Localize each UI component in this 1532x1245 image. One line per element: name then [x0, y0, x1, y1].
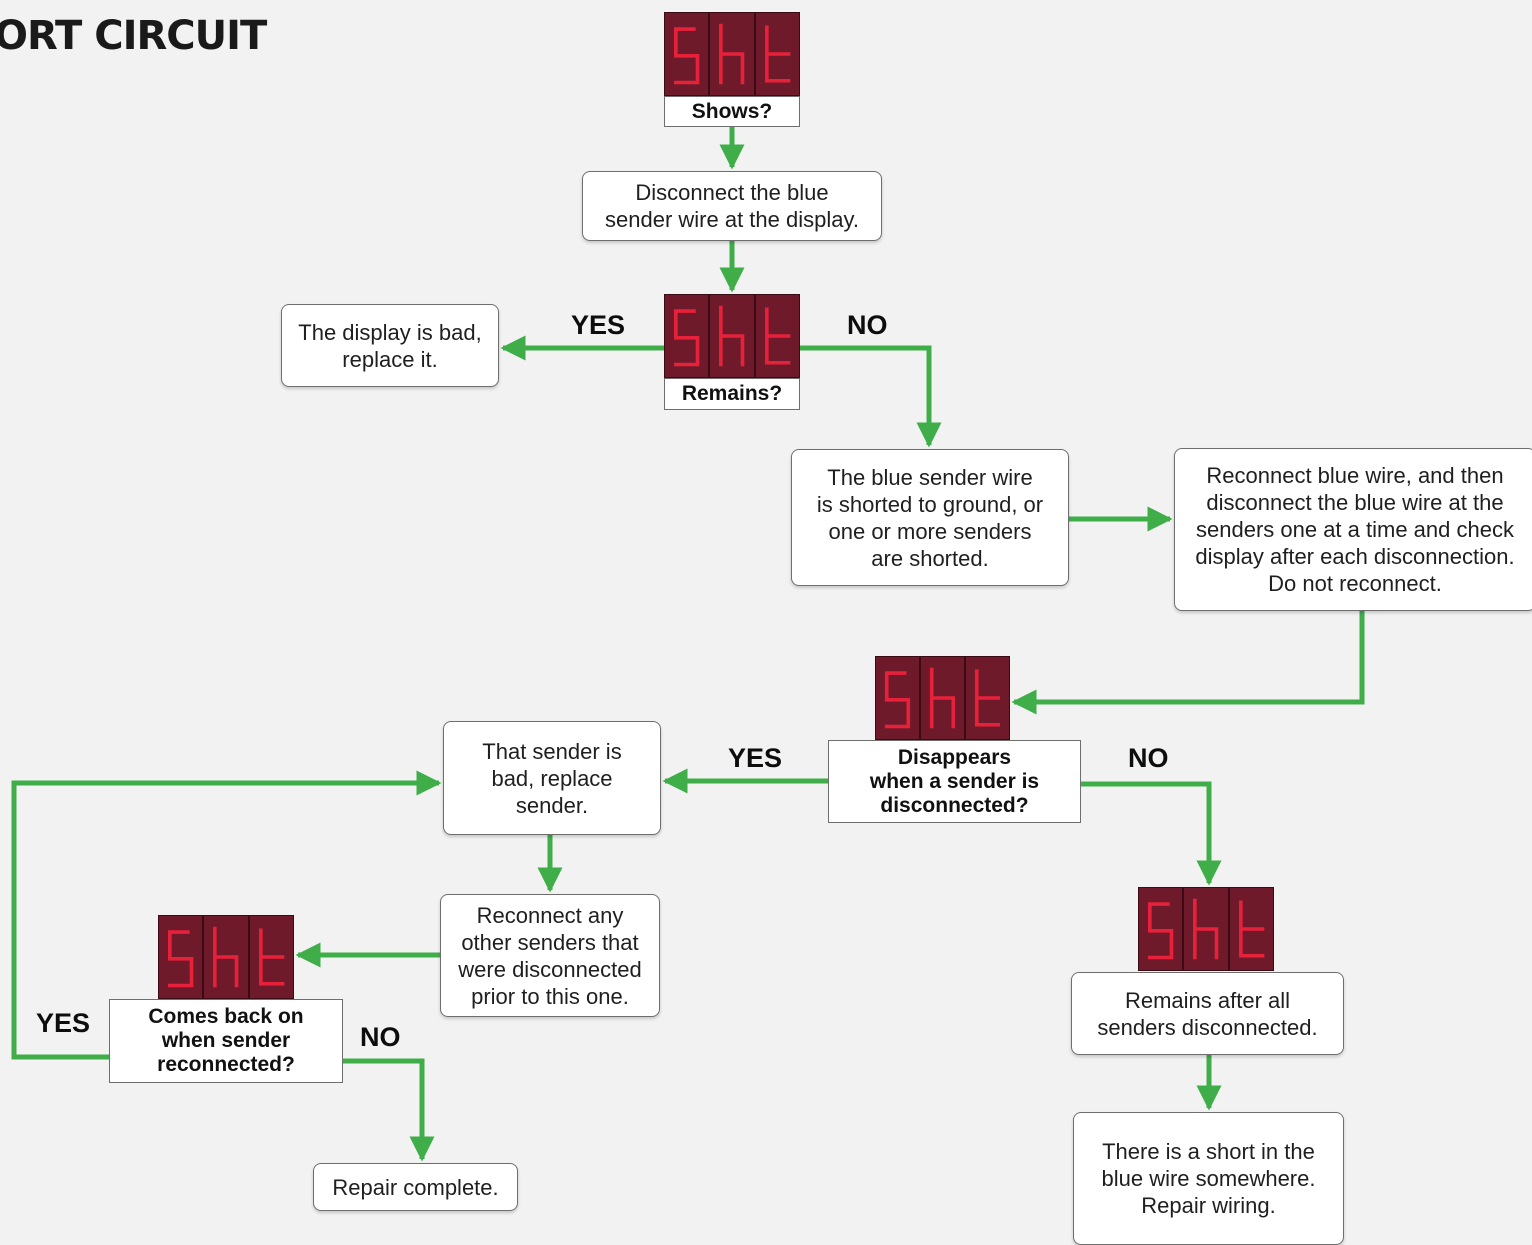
- reconnect-and-check-step: Reconnect blue wire, and then disconnect…: [1174, 448, 1532, 611]
- wire-shorted-diagnosis: The blue sender wire is shorted to groun…: [791, 449, 1069, 586]
- comes-back-question: Comes back on when sender reconnected?: [109, 999, 343, 1083]
- display-digit-h: [204, 916, 250, 998]
- arrow-no-remains-all: [1081, 781, 1222, 886]
- no-label-comes-back: NO: [360, 1022, 401, 1052]
- shows-question: Shows?: [664, 96, 800, 127]
- display-digit-S: [159, 916, 205, 998]
- short-in-wire-result: There is a short in the blue wire somewh…: [1073, 1112, 1344, 1245]
- disconnect-blue-wire-step: Disconnect the blue sender wire at the d…: [582, 171, 882, 241]
- display-bad-result: The display is bad, replace it.: [281, 304, 499, 387]
- display-digit-h: [921, 657, 966, 739]
- arrow-reconnect-to-disappears: [1011, 611, 1365, 715]
- display-digit-t: [756, 295, 799, 377]
- page-title: ORT CIRCUIT: [0, 13, 267, 59]
- display-digit-t: [250, 916, 293, 998]
- sht-display-3: [875, 656, 1010, 740]
- display-digit-t: [1230, 888, 1273, 970]
- remains-after-all-result: Remains after all senders disconnected.: [1071, 972, 1344, 1055]
- sht-display-5: [1138, 887, 1274, 971]
- arrow-yes-loop-back: [11, 770, 442, 1060]
- display-digit-t: [756, 13, 799, 95]
- display-digit-t: [966, 657, 1009, 739]
- sender-bad-result: That sender is bad, replace sender.: [443, 721, 661, 835]
- sht-display-2: [664, 294, 800, 378]
- yes-label-remains: YES: [571, 310, 626, 340]
- display-digit-S: [665, 13, 711, 95]
- yes-label-comes-back: YES: [36, 1008, 91, 1038]
- display-digit-S: [1139, 888, 1185, 970]
- no-label-remains: NO: [847, 310, 888, 340]
- display-digit-S: [876, 657, 921, 739]
- repair-complete-result: Repair complete.: [313, 1163, 518, 1211]
- display-digit-h: [710, 295, 756, 377]
- yes-label-disappears: YES: [728, 743, 783, 773]
- disappears-question: Disappears when a sender is disconnected…: [828, 740, 1081, 823]
- arrow-no-wire-shorted: [800, 345, 942, 448]
- sht-display-4: [158, 915, 294, 999]
- reconnect-others-step: Reconnect any other senders that were di…: [440, 894, 660, 1017]
- arrow-no-repair-complete: [343, 1058, 435, 1162]
- display-digit-h: [1184, 888, 1230, 970]
- display-digit-S: [665, 295, 711, 377]
- display-digit-h: [710, 13, 756, 95]
- sht-display-1: [664, 12, 800, 96]
- no-label-disappears: NO: [1128, 743, 1169, 773]
- remains-question: Remains?: [664, 378, 800, 410]
